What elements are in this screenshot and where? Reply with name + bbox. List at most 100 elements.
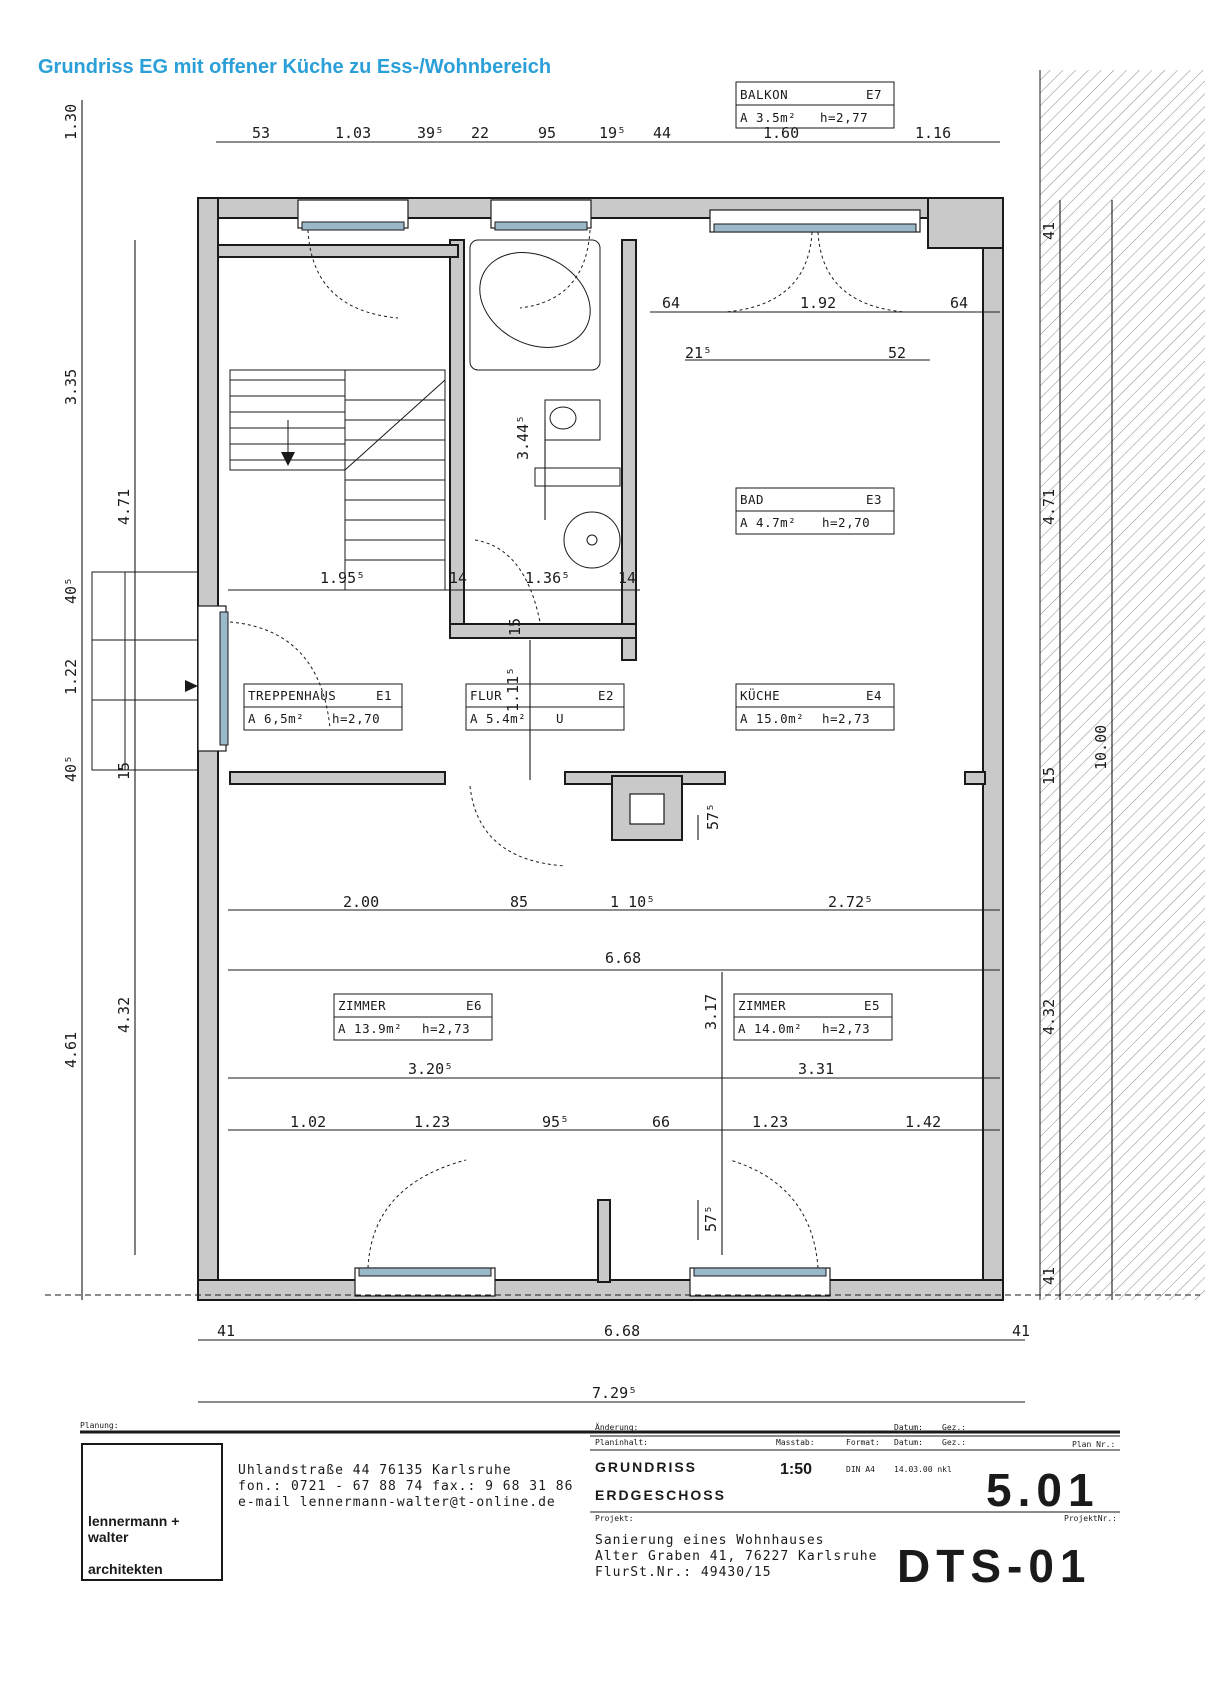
datum-label-2: Datum: [894,1438,923,1447]
firm-email: e-mail lennermann-walter@t-online.de [238,1495,556,1510]
masstab-label: Masstab: [776,1438,815,1447]
dim-left-inner-3: 4.32 [115,997,133,1033]
dim-balkon-2: 1.16 [915,124,951,142]
datum-label: Datum: [894,1423,923,1432]
firm-name-line1: lennermann + [88,1513,179,1529]
project-line2: Alter Graben 41, 76227 Karlsruhe [595,1549,877,1564]
svg-text:h=2,73: h=2,73 [822,711,870,726]
projekt-label: Projekt: [595,1514,634,1523]
dim-left-5: 40⁵ [62,755,80,782]
svg-text:h=2,77: h=2,77 [820,110,868,125]
dim-sw-5: 1.23 [752,1113,788,1131]
dim-sw-6: 1.42 [905,1113,941,1131]
dim-ks-1: 21⁵ [685,344,712,362]
dim-sw-3: 95⁵ [542,1113,569,1131]
dim-right-1: 41 [1040,222,1058,240]
dim-top-2: 1.03 [335,124,371,142]
format-value: DIN A4 [846,1465,875,1474]
room-labels: BALKON E7 A 3.5m² h=2,77 BAD E3 A 4.7m² … [243,81,895,1041]
room-label-kueche: KÜCHE E4 A 15.0m² h=2,73 [735,683,895,731]
plan-number: 5.01 [986,1464,1100,1516]
dim-right-2: 4.71 [1040,489,1058,525]
plan-nr-label: Plan Nr.: [1072,1440,1115,1449]
dim-right-4: 4.32 [1040,999,1058,1035]
dim-zimmer-1: 3.20⁵ [408,1060,453,1078]
firm-name-line2: walter [87,1529,129,1545]
svg-text:E1: E1 [376,688,392,703]
room-label-treppenhaus: TREPPENHAUS E1 A 6,5m² h=2,70 [243,683,403,731]
dim-left-4: 1.22 [62,659,80,695]
projekt-nr-label: ProjektNr.: [1064,1514,1117,1523]
dim-top-7: 44 [653,124,671,142]
dim-left-2: 3.35 [62,369,80,405]
dim-balkon-1: 1.60 [763,124,799,142]
planinhalt-label: Planinhalt: [595,1438,648,1447]
svg-text:E3: E3 [866,492,882,507]
dim-stair-1: 1.95⁵ [320,569,365,587]
svg-text:A 13.9m²: A 13.9m² [338,1021,402,1036]
svg-text:h=2,73: h=2,73 [822,1021,870,1036]
dim-top-3: 39⁵ [417,124,444,142]
svg-text:A 5.4m²: A 5.4m² [470,711,526,726]
room-label-zimmer-e6: ZIMMER E6 A 13.9m² h=2,73 [333,993,493,1041]
format-label: Format: [846,1438,880,1447]
staircase [229,369,446,591]
title-block: Planung: lennermann + walter architekten… [80,1421,1120,1592]
dim-bottom-total: 7.29⁵ [592,1384,637,1402]
project-line3: FlurSt.Nr.: 49430/15 [595,1565,772,1580]
date-value: 14.03.00 nkl [894,1465,952,1474]
fixtures [91,239,621,771]
svg-text:E5: E5 [864,998,880,1013]
svg-text:FLUR: FLUR [470,688,502,703]
dim-kw-2: 1.92 [800,294,836,312]
svg-text:ZIMMER: ZIMMER [338,998,386,1013]
dim-right-total: 10.00 [1092,725,1110,770]
svg-text:A 14.0m²: A 14.0m² [738,1021,802,1036]
dim-mid-3: 1 10⁵ [610,893,655,911]
svg-text:BAD: BAD [740,492,764,507]
dim-sw-1: 1.02 [290,1113,326,1131]
dim-zimmer-2: 3.31 [798,1060,834,1078]
page-title: Grundriss EG mit offener Küche zu Ess-/W… [38,56,552,78]
dimension-text: 53 1.03 39⁵ 22 95 19⁵ 44 1.60 1.16 64 1.… [62,104,1110,1402]
dim-flur-v2: 1.11⁵ [504,667,522,712]
dim-right-5: 41 [1040,1267,1058,1285]
dim-kw-1: 64 [662,294,680,312]
svg-text:E4: E4 [866,688,882,703]
dim-ks-2: 52 [888,344,906,362]
dim-mid-4: 2.72⁵ [828,893,873,911]
dim-right-3: 15 [1040,767,1058,785]
dim-top-4: 22 [471,124,489,142]
svg-text:A 6,5m²: A 6,5m² [248,711,304,726]
firm-phone: fon.: 0721 - 67 88 74 fax.: 9 68 31 86 [238,1479,573,1494]
windows [197,199,921,1297]
dim-top-5: 95 [538,124,556,142]
content-line2: ERDGESCHOSS [595,1487,726,1503]
firm-address: Uhlandstraße 44 76135 Karlsruhe [238,1463,512,1478]
dim-left-6: 4.61 [62,1032,80,1068]
dim-top-6: 19⁵ [599,124,626,142]
svg-text:E7: E7 [866,87,882,102]
dim-bad-vertical: 3.44⁵ [514,415,532,460]
room-label-balkon: BALKON E7 A 3.5m² h=2,77 [735,81,895,129]
dim-stair-2: 14 [449,569,467,587]
svg-text:TREPPENHAUS: TREPPENHAUS [248,688,336,703]
svg-text:E6: E6 [466,998,482,1013]
content-line1: GRUNDRISS [595,1459,697,1475]
dim-mid-1: 2.00 [343,893,379,911]
dim-bottom-3: 41 [1012,1322,1030,1340]
dim-left-3: 40⁵ [62,577,80,604]
dim-zimmer-vertical: 3.17 [702,994,720,1030]
neighbour-hatch [1040,70,1205,1300]
svg-text:ZIMMER: ZIMMER [738,998,786,1013]
dim-left-inner-1: 4.71 [115,489,133,525]
room-label-bad: BAD E3 A 4.7m² h=2,70 [735,487,895,535]
dim-flur-v1: 15 [506,618,524,636]
dim-bottom-1: 41 [217,1322,235,1340]
planung-label: Planung: [80,1421,119,1430]
svg-text:U: U [556,711,564,726]
svg-text:A 4.7m²: A 4.7m² [740,515,796,530]
project-number: DTS-01 [897,1540,1091,1592]
svg-text:KÜCHE: KÜCHE [740,687,780,703]
